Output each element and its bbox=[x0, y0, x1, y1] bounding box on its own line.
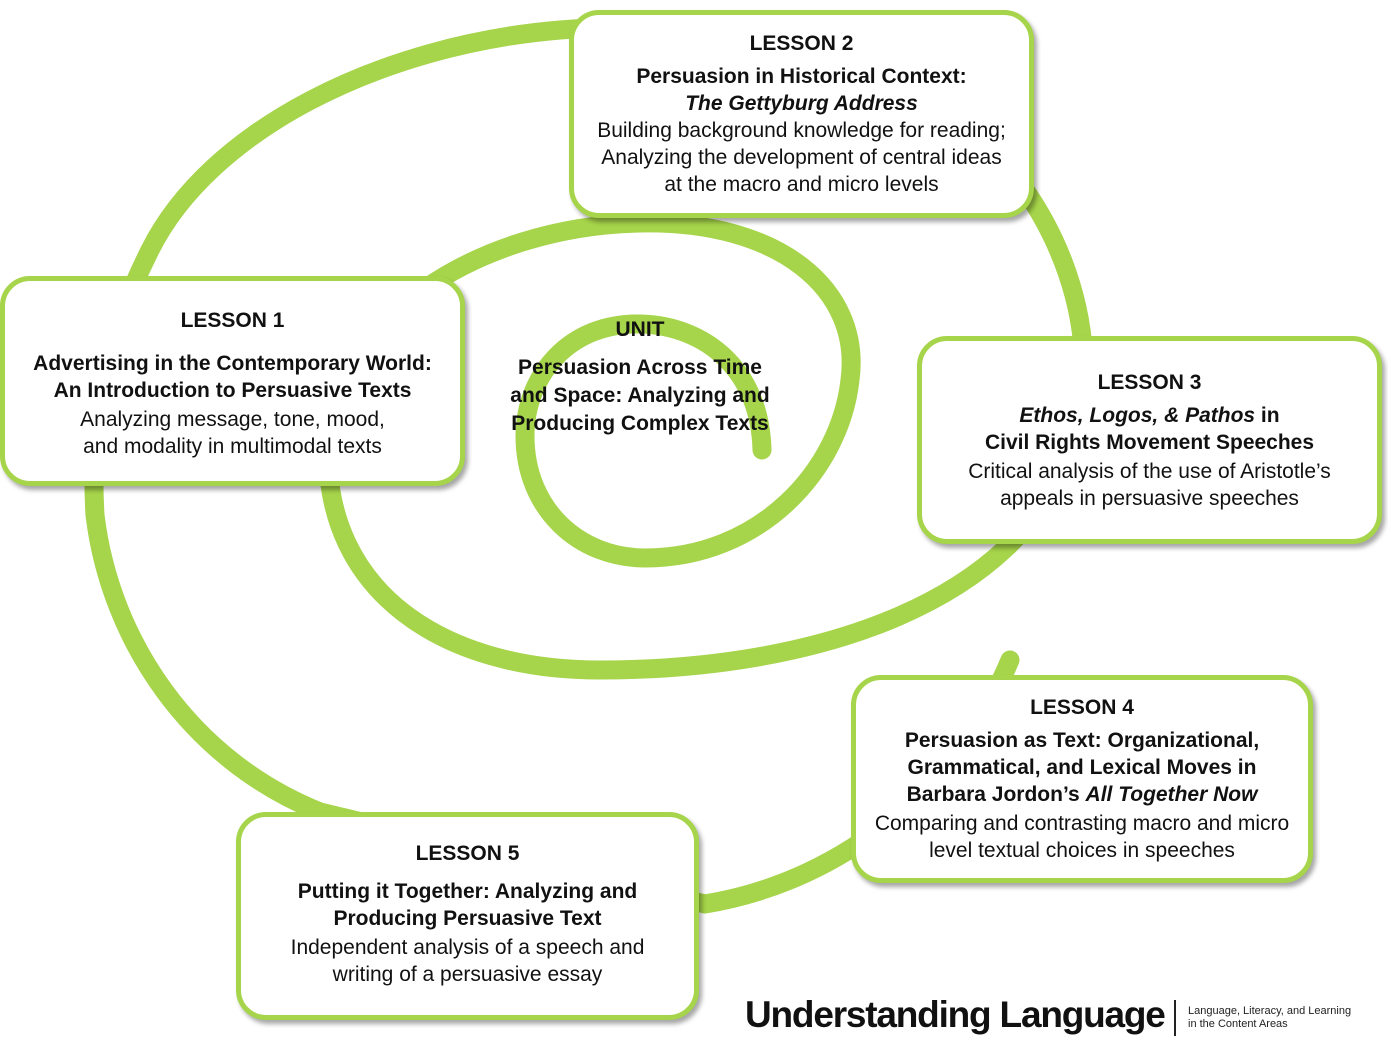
lesson-4-title-line1: Persuasion as Text: Organizational, bbox=[904, 729, 1260, 752]
lesson-3-title-italic: Ethos, Logos, & Pathos bbox=[1019, 404, 1256, 427]
lesson-2-desc-line: Building background knowledge for readin… bbox=[597, 119, 1006, 142]
lesson-3-box: LESSON 3 Ethos, Logos, & Pathos in Civil… bbox=[917, 336, 1382, 544]
unit-heading: UNIT bbox=[615, 318, 665, 341]
lesson-2-desc-line: at the macro and micro levels bbox=[664, 173, 939, 196]
lesson-4-desc-line: Comparing and contrasting macro and micr… bbox=[874, 812, 1290, 835]
lesson-5-title-line: Producing Persuasive Text bbox=[333, 907, 602, 930]
logo-tagline-line: in the Content Areas bbox=[1188, 1018, 1288, 1030]
logo-tagline: Language, Literacy, and Learning in the … bbox=[1188, 1005, 1351, 1031]
lesson-2-title-line: Persuasion in Historical Context: bbox=[636, 65, 967, 88]
lesson-1-desc-line: and modality in multimodal texts bbox=[83, 435, 382, 458]
understanding-language-logo: Understanding Language Language, Literac… bbox=[745, 992, 1385, 1042]
lesson-3-desc-line: Critical analysis of the use of Aristotl… bbox=[968, 460, 1331, 483]
unit-title: Persuasion Across Time and Space: Analyz… bbox=[510, 356, 770, 435]
lesson-5-box: LESSON 5 Putting it Together: Analyzing … bbox=[236, 812, 699, 1020]
lesson-4-heading: LESSON 4 bbox=[1030, 696, 1134, 719]
lesson-3-heading: LESSON 3 bbox=[1097, 371, 1202, 394]
lesson-2-title-italic: The Gettyburg Address bbox=[685, 92, 918, 115]
lesson-2-heading: LESSON 2 bbox=[749, 32, 854, 55]
lesson-5-desc-line: writing of a persuasive essay bbox=[332, 963, 603, 986]
lesson-1-desc-line: Analyzing message, tone, mood, bbox=[80, 408, 385, 431]
lesson-3-title-line1: Ethos, Logos, & Pathos in bbox=[922, 402, 1377, 429]
lesson-5-desc-line: Independent analysis of a speech and bbox=[290, 936, 645, 959]
lesson-3-title-rest: in bbox=[1255, 404, 1280, 427]
lesson-1-title-line: An Introduction to Persuasive Texts bbox=[53, 379, 412, 402]
lesson-1-title-line: Advertising in the Contemporary World: bbox=[33, 352, 432, 375]
logo-name: Understanding Language bbox=[745, 994, 1166, 1035]
unit-center-label: UNIT Persuasion Across Time and Space: A… bbox=[500, 316, 780, 438]
logo-tagline-line: Language, Literacy, and Learning bbox=[1188, 1005, 1352, 1017]
lesson-4-title-italic: All Together Now bbox=[1085, 783, 1258, 806]
lesson-4-title-line2: Grammatical, and Lexical Moves in bbox=[907, 756, 1257, 779]
lesson-2-box: LESSON 2 Persuasion in Historical Contex… bbox=[569, 10, 1034, 218]
lesson-4-title-pre: Barbara Jordon’s bbox=[906, 783, 1086, 806]
lesson-2-desc-line: Analyzing the development of central ide… bbox=[601, 146, 1002, 169]
lesson-4-desc-line: level textual choices in speeches bbox=[929, 839, 1235, 862]
lesson-5-heading: LESSON 5 bbox=[415, 842, 520, 865]
lesson-1-box: LESSON 1 Advertising in the Contemporary… bbox=[0, 276, 465, 486]
lesson-4-title-line3: Barbara Jordon’s All Together Now bbox=[856, 781, 1308, 808]
lesson-3-title-line2: Civil Rights Movement Speeches bbox=[984, 431, 1315, 454]
lesson-4-box: LESSON 4 Persuasion as Text: Organizatio… bbox=[851, 675, 1313, 883]
lesson-1-heading: LESSON 1 bbox=[180, 309, 285, 332]
lesson-3-desc-line: appeals in persuasive speeches bbox=[1000, 487, 1299, 510]
lesson-5-title-line: Putting it Together: Analyzing and bbox=[297, 880, 638, 903]
logo-divider bbox=[1174, 1000, 1176, 1036]
